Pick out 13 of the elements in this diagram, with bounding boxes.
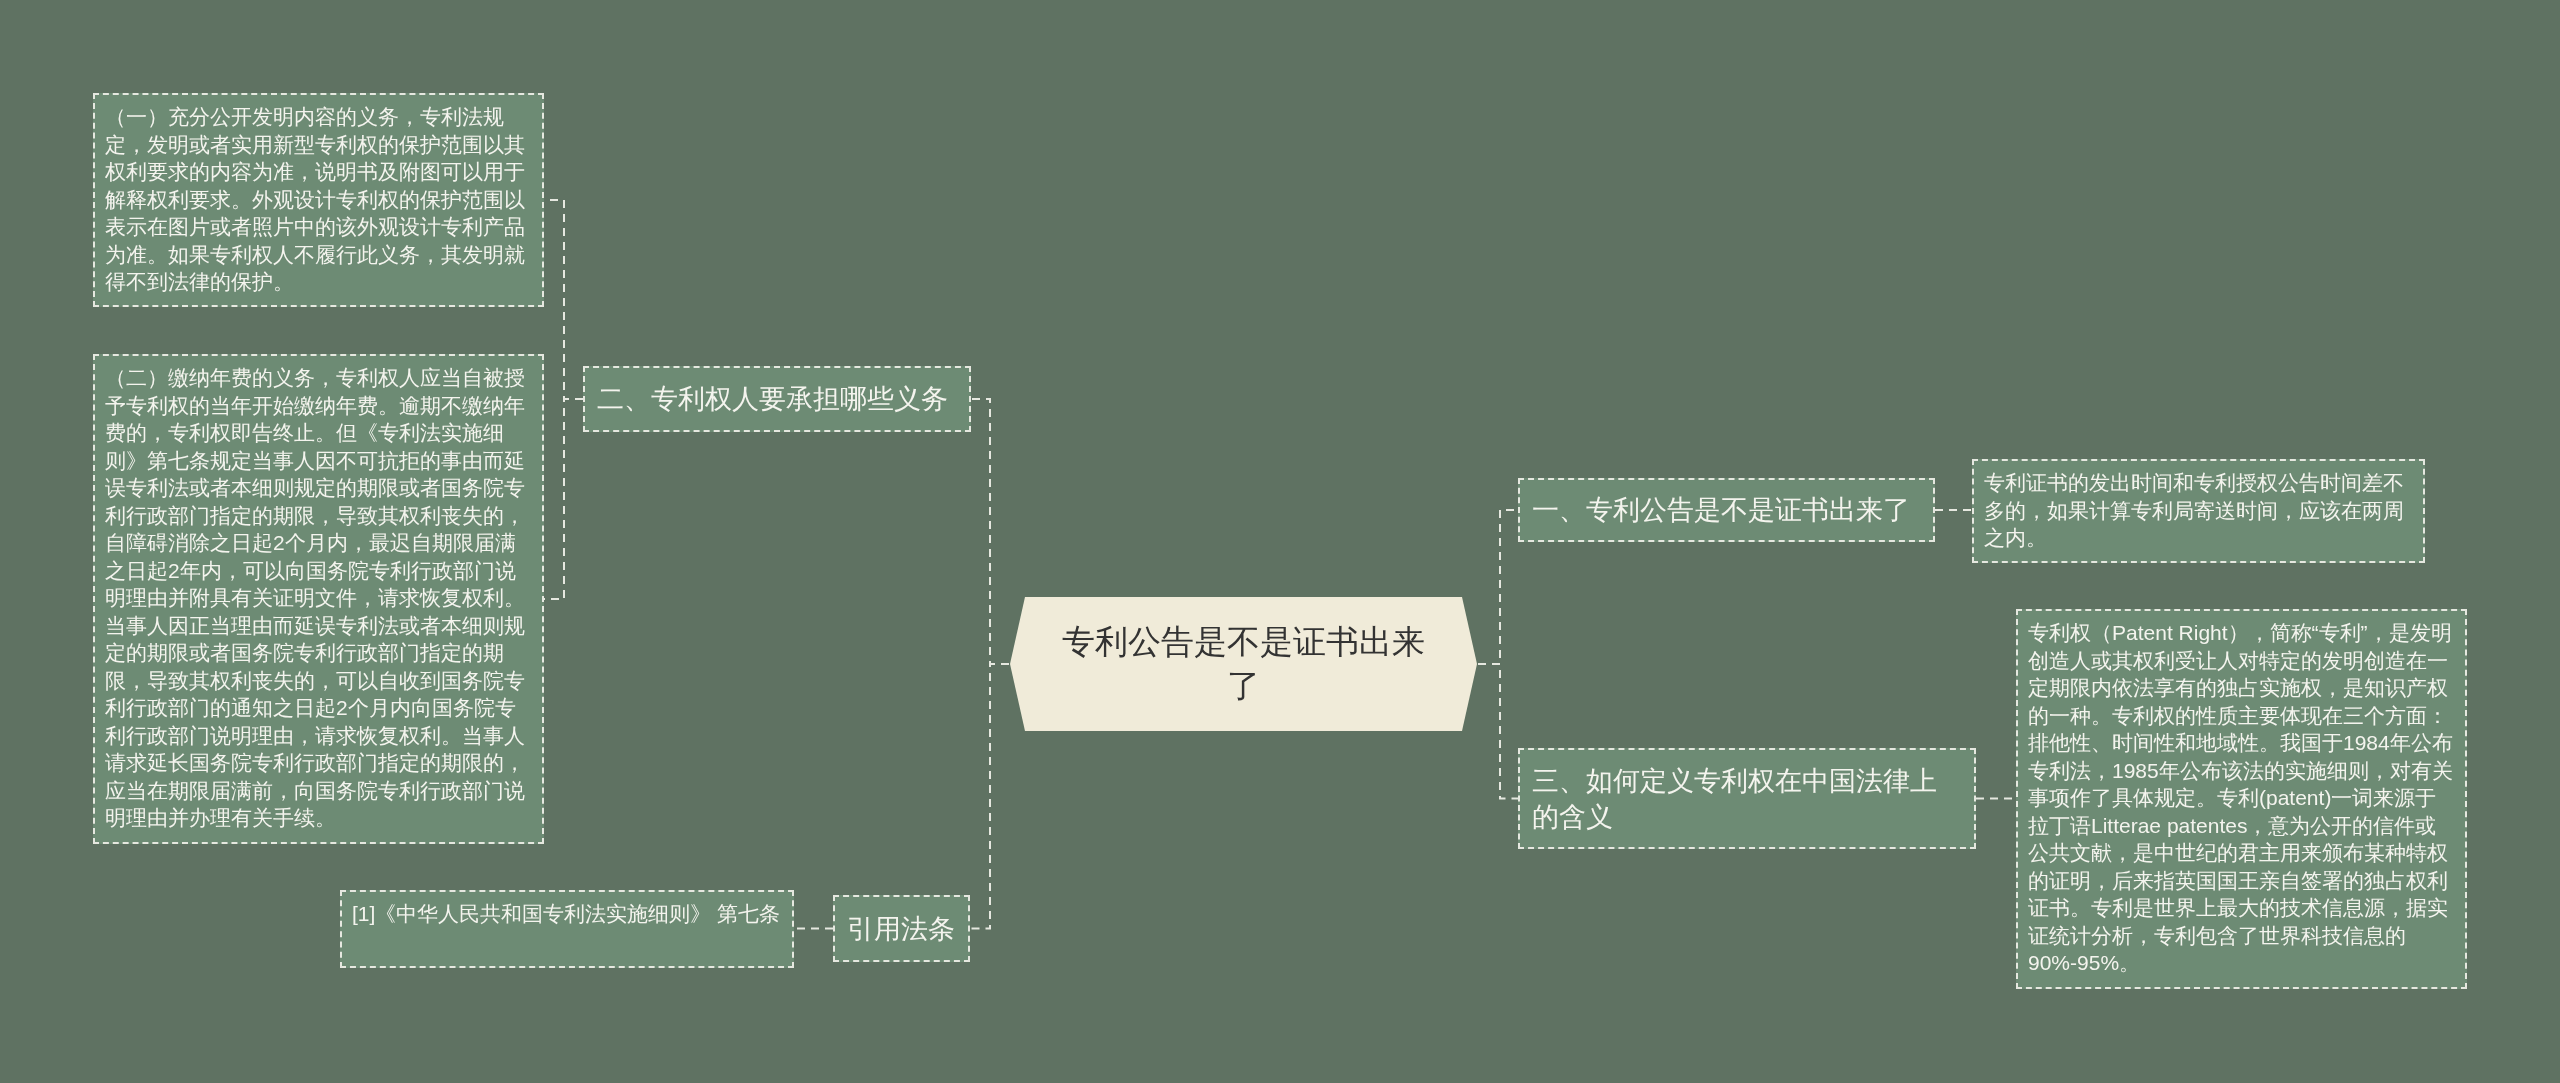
connector [1934, 509, 1973, 511]
connector [1477, 663, 1519, 800]
topic-box: 三、如何定义专利权在中国法律上的含义 [1518, 748, 1976, 849]
topic-box: 一、专利公告是不是证书出来了 [1518, 478, 1935, 542]
connector [969, 663, 1010, 930]
text-box: （一）充分公开发明内容的义务，专利法规定，发明或者实用新型专利权的保护范围以其权利要求的内容为准，说明书及附图可以用于解释权利要求。外观设计专利权的保护范围以表示在图片或者照片中的该外观设计专利产品为准。如果专利权人不履行此义务，其发明就得不到法律的保护。 [93, 93, 544, 307]
text-box: [1]《中华人民共和国专利法实施细则》 第七条 [340, 890, 794, 968]
topic-hexagon: 专利公告是不是证书出来了 [1009, 596, 1478, 732]
topic-box: 二、专利权人要承担哪些义务 [583, 366, 971, 432]
topic-box: 引用法条 [833, 895, 970, 962]
text-box: （二）缴纳年费的义务，专利权人应当自被授予专利权的当年开始缴纳年费。逾期不缴纳年费的，专利权即告终止。但《专利法实施细则》第七条规定当事人因不可抗拒的事由而延误专利法或者本细则规定的期限或者国务院专利行政部门指定的期限，导致其权利丧失的，自障碍消除之日起2个月内，最迟自期限届满之日起2年内，可以向国务院专利行政部门说明理由并附具有关证明文件，请求恢复权利。当事人因正当理由而延误专利法或者本细则规定的期限或者国务院专利行政部门指定的期限，导致其权利丧失的，可以自收到国务院专利行政部门的通知之日起2个月内向国务院专利行政部门说明理由，请求恢复权利。当事人请求延长国务院专利行政部门指定的期限的，应当在期限届满前，向国务院专利行政部门说明理由并办理有关手续。 [93, 354, 544, 844]
text-box: 专利证书的发出时间和专利授权公告时间差不多的，如果计算专利局寄送时间，应该在两周之内。 [1972, 459, 2425, 563]
text-box: 专利权（Patent Right），简称“专利”，是发明创造人或其权利受让人对特定的发明创造在一定期限内依法享有的独占实施权，是知识产权的一种。专利权的性质主要体现在三个方面：排他性、时间性和地域性。我国于1984年公布专利法，1985年公布该法的实施细则，对有关事项作了具体规定。专利(patent)一词来源于拉丁语Litterae patentes，意为公开的信件或公共文献，是中世纪的君主用来颁布某种特权的证明，后来指英国国王亲自签署的独占权利证书。专利是世界上最大的技术信息源，据实证统计分析，专利包含了世界科技信息的90%-95%。 [2016, 609, 2467, 989]
